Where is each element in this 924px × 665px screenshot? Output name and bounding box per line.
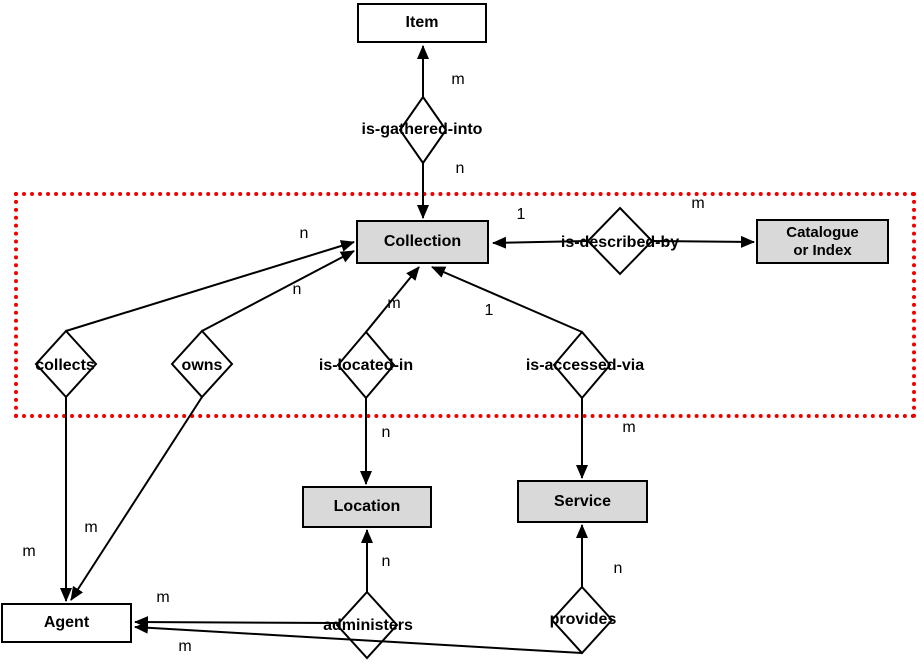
cardinality-administers-agent: m — [156, 589, 170, 606]
relationship-is-located-in-label: is-located-in — [318, 357, 414, 374]
relationship-administers-label: administers — [323, 617, 413, 634]
is-described-by-diamond — [586, 206, 654, 276]
relationship-provides-label: provides — [549, 611, 617, 628]
edge-owns-to-agent — [70, 396, 203, 601]
relationship-is-described-by-label: is-described-by — [560, 234, 680, 251]
entity-service: Service — [517, 480, 648, 523]
edge-provides-to-agent — [134, 621, 583, 654]
cardinality-accessed-collection: 1 — [484, 302, 494, 319]
cardinality-item-gathered: m — [451, 71, 465, 88]
relationship-is-accessed-via-label: is-accessed-via — [525, 357, 645, 374]
edge-administers-to-agent — [134, 616, 338, 629]
relationship-is-gathered-into-label: is-gathered-into — [361, 121, 483, 138]
edge-collects-to-collection — [65, 240, 355, 332]
edge-described-to-collection — [492, 236, 589, 249]
cardinality-collects-agent: m — [22, 543, 36, 560]
relationship-collects-label: collects — [35, 357, 95, 374]
entity-item: Item — [357, 3, 487, 43]
entity-collection: Collection — [356, 220, 489, 264]
cardinality-described-catalogue: m — [691, 195, 705, 212]
cardinality-owns-agent: m — [84, 519, 98, 536]
edge-located-to-collection — [365, 266, 420, 333]
cardinality-provides-agent: m — [178, 638, 192, 655]
cardinality-gathered-collection: n — [455, 160, 465, 177]
cardinality-accessed-service: m — [622, 419, 636, 436]
entity-location: Location — [302, 486, 432, 528]
cardinality-located-collection: m — [387, 295, 401, 312]
cardinality-collects-collection: n — [299, 225, 309, 242]
edge-owns-to-collection — [201, 250, 355, 332]
cardinality-provides-service: n — [613, 560, 623, 577]
cardinality-owns-collection: n — [292, 281, 302, 298]
entity-catalogue-or-index: Catalogue or Index — [756, 219, 889, 264]
relationship-owns-label: owns — [181, 357, 223, 374]
entity-agent: Agent — [1, 603, 132, 643]
cardinality-administers-location: n — [381, 553, 391, 570]
edge-described-to-catalogue — [651, 235, 755, 248]
cardinality-collection-described: 1 — [516, 206, 526, 223]
cardinality-located-location: n — [381, 424, 391, 441]
edge-accessed-to-collection — [431, 266, 583, 333]
scope-highlight-box — [14, 192, 916, 418]
